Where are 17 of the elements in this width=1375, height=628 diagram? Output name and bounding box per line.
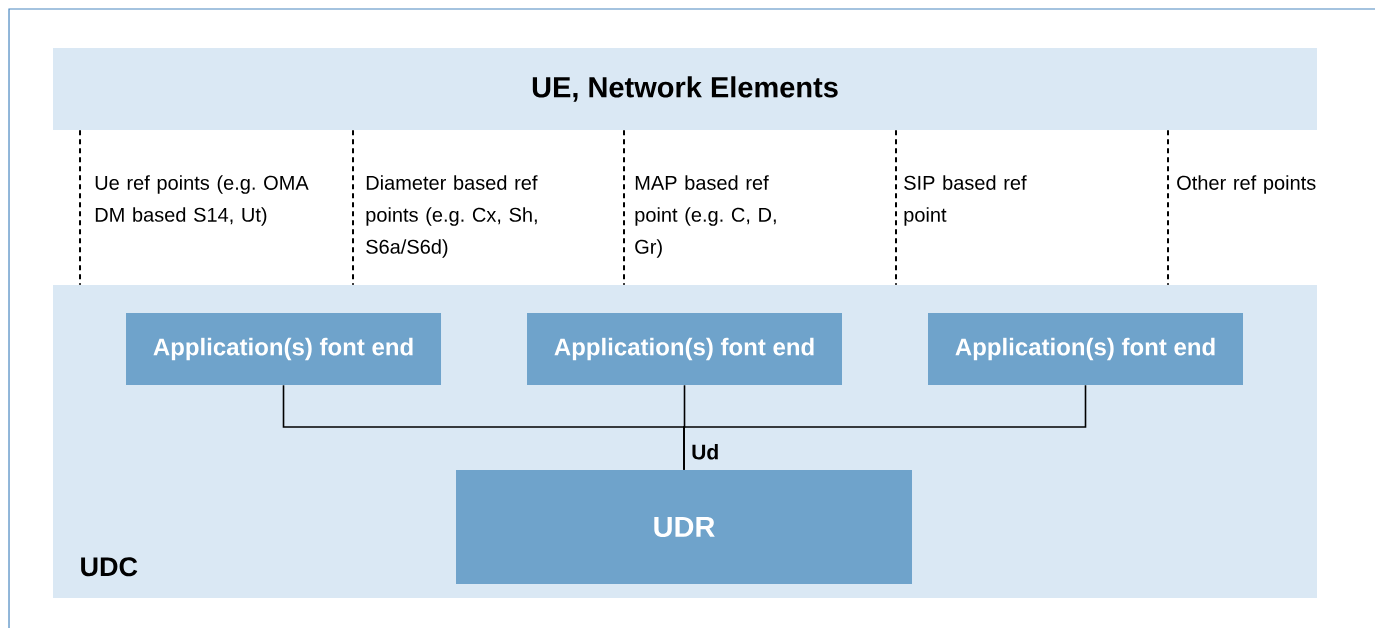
header-band: UE, Network Elements <box>53 48 1317 130</box>
process-box: Application(s) font end <box>527 313 842 385</box>
process-box: UDR <box>456 470 912 584</box>
reference-point-label: SIP based ref point <box>904 175 1027 226</box>
dashed-line <box>1167 129 1169 286</box>
dashed-line <box>623 129 625 286</box>
edge-label: Ud <box>692 444 718 460</box>
connector-line <box>683 384 1087 471</box>
reference-point-label: Diameter based ref points (e.g. Cx, Sh, S6a/S6d) <box>366 175 538 258</box>
reference-point-label: MAP based ref point (e.g. C, D, Gr) <box>635 175 776 258</box>
process-box: Application(s) font end <box>126 313 441 385</box>
reference-point-label: Ue ref points (e.g. OMA DM based S14, Ut) <box>95 175 309 226</box>
dashed-line <box>79 129 81 286</box>
dashed-line <box>352 129 354 286</box>
dashed-line <box>895 129 897 286</box>
process-box: Application(s) font end <box>928 313 1243 385</box>
reference-point-label: Other ref points <box>1177 175 1316 194</box>
